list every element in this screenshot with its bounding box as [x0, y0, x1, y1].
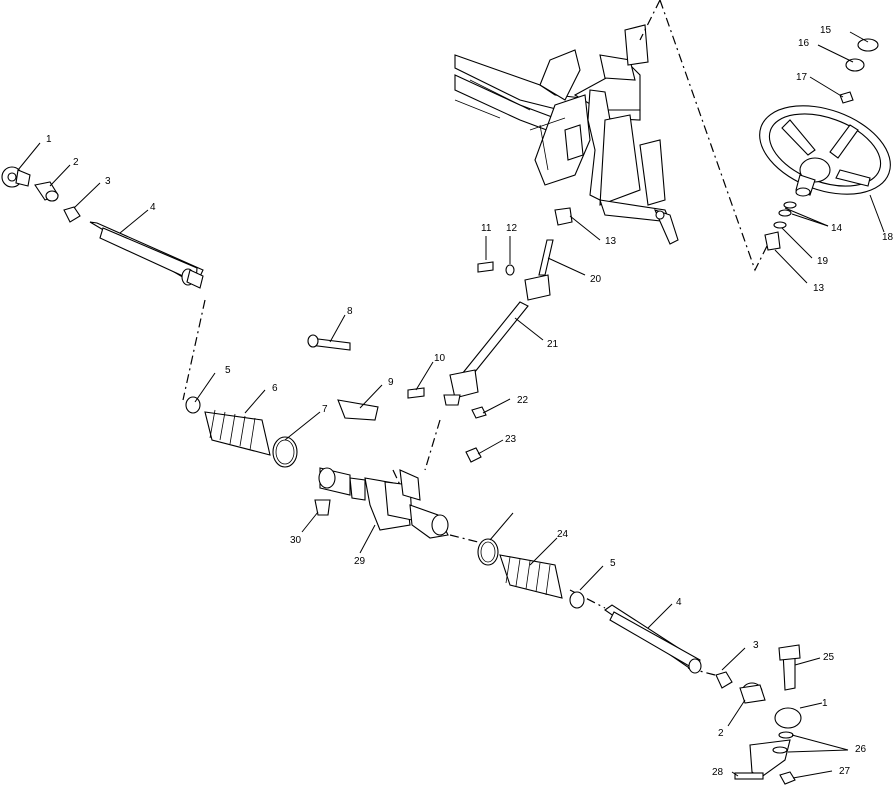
- callout-3: 3: [105, 176, 111, 187]
- horn-cap-parts: [554, 38, 879, 251]
- callout-labels: 1 2 3 4 5 6 7 8 9 10 11 12 13 13 14 15 1…: [46, 25, 894, 778]
- callout-6: 6: [272, 383, 278, 394]
- left-tie-rod-end: [1, 166, 81, 223]
- callout-1: 1: [46, 134, 52, 145]
- callout-21: 21: [547, 339, 559, 350]
- callout-20: 20: [590, 274, 602, 285]
- callout-2: 2: [718, 728, 724, 739]
- callout-2: 2: [73, 157, 79, 168]
- callout-5: 5: [610, 558, 616, 569]
- callout-8: 8: [347, 306, 353, 317]
- right-tie-rod: [604, 604, 702, 674]
- callout-9: 9: [388, 377, 394, 388]
- callout-25: 25: [823, 652, 835, 663]
- callout-16: 16: [798, 38, 810, 49]
- left-tie-rod: [89, 221, 204, 289]
- callout-7: 7: [322, 404, 328, 415]
- callout-24: 24: [557, 529, 569, 540]
- callout-30: 30: [290, 535, 302, 546]
- vehicle-frame: [454, 24, 679, 245]
- callout-3: 3: [753, 640, 759, 651]
- callout-27: 27: [839, 766, 851, 777]
- callout-11: 11: [481, 223, 492, 234]
- callout-29: 29: [354, 556, 366, 567]
- steering-shaft: [443, 239, 554, 406]
- small-hardware: [307, 261, 515, 516]
- callout-19: 19: [817, 256, 829, 267]
- callout-14: 14: [831, 223, 843, 234]
- leader-lines: [17, 31, 885, 779]
- callout-13: 13: [605, 236, 617, 247]
- callout-22: 22: [517, 395, 529, 406]
- callout-5: 5: [225, 365, 231, 376]
- steering-rack: [318, 467, 449, 539]
- callout-28: 28: [712, 767, 724, 778]
- callout-26: 26: [855, 744, 867, 755]
- callout-1: 1: [822, 698, 828, 709]
- right-tie-rod-end: [715, 644, 802, 785]
- left-boot: [185, 396, 298, 468]
- callout-4: 4: [150, 202, 156, 213]
- callout-17: 17: [796, 72, 808, 83]
- steering-wheel: [759, 105, 891, 197]
- right-boot: [477, 538, 585, 609]
- callout-23: 23: [505, 434, 517, 445]
- callout-18: 18: [882, 232, 894, 243]
- callout-4: 4: [676, 597, 682, 608]
- callout-15: 15: [820, 25, 832, 36]
- callout-10: 10: [434, 353, 446, 364]
- callout-12: 12: [506, 223, 518, 234]
- callout-13: 13: [813, 283, 825, 294]
